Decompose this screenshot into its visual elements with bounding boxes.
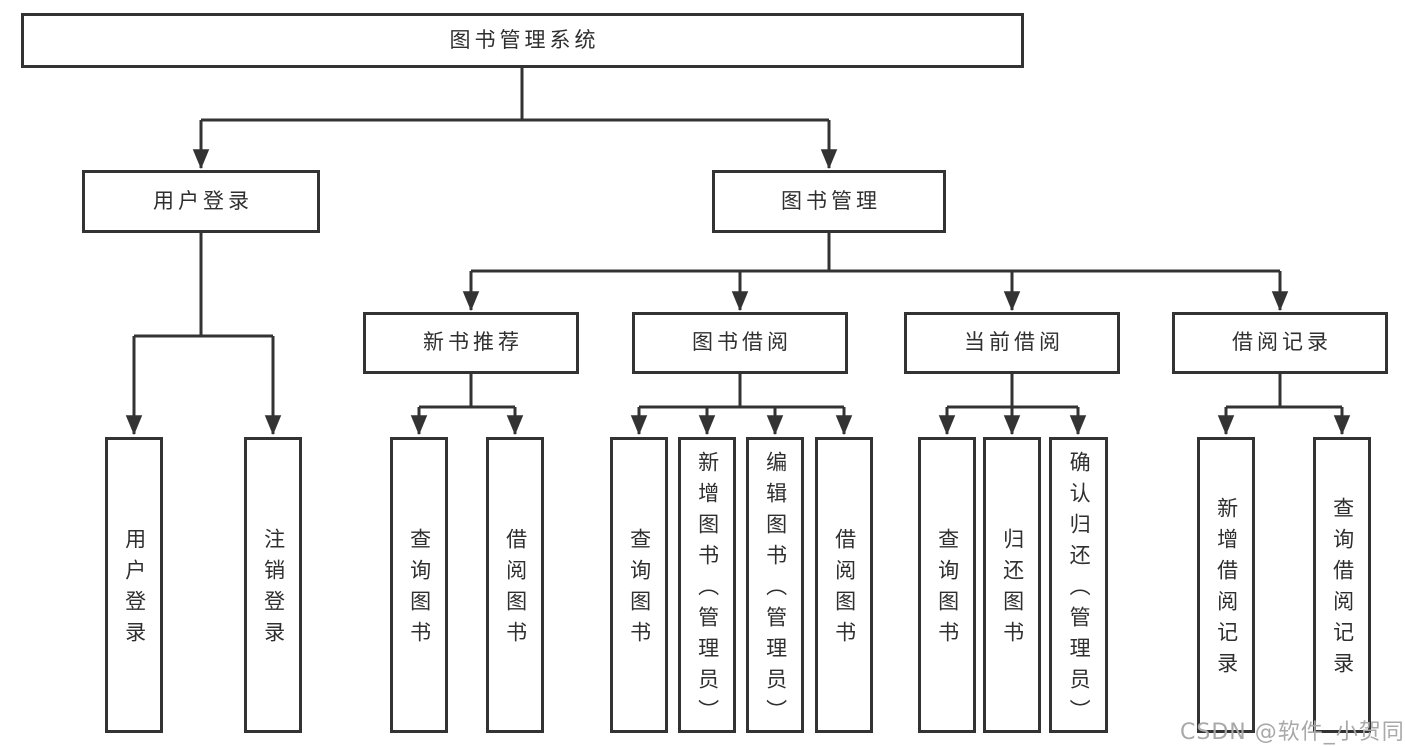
node-leaf-add-book-admin: 新增图书（管理员） [678,437,736,733]
node-leaf-query-books-recommend: 查询图书 [390,437,448,733]
node-leaf-query-borrow-record: 查询借阅记录 [1313,437,1371,733]
node-leaf-borrow-books-recommend: 借阅图书 [486,437,544,733]
node-leaf-return-books: 归还图书 [983,437,1041,733]
node-book-borrow: 图书借阅 [632,312,848,374]
node-root: 图书管理系统 [21,13,1024,68]
node-leaf-add-borrow-record: 新增借阅记录 [1197,437,1255,733]
node-leaf-user-login: 用户登录 [105,437,163,733]
node-leaf-borrow-books: 借阅图书 [815,437,873,733]
node-current-borrow: 当前借阅 [904,312,1120,374]
node-leaf-confirm-return-admin: 确认归还（管理员） [1049,437,1108,733]
node-leaf-edit-book-admin: 编辑图书（管理员） [746,437,804,733]
node-new-book-recommend: 新书推荐 [363,312,579,374]
watermark: CSDN @软件_小贺同学 [1180,720,1405,745]
node-leaf-logout: 注销登录 [244,437,302,733]
node-leaf-query-books-current: 查询图书 [918,437,976,733]
node-leaf-query-books-borrow: 查询图书 [610,437,668,733]
node-user-login: 用户登录 [82,170,320,233]
node-borrow-records: 借阅记录 [1172,312,1388,374]
node-book-management: 图书管理 [712,170,946,233]
